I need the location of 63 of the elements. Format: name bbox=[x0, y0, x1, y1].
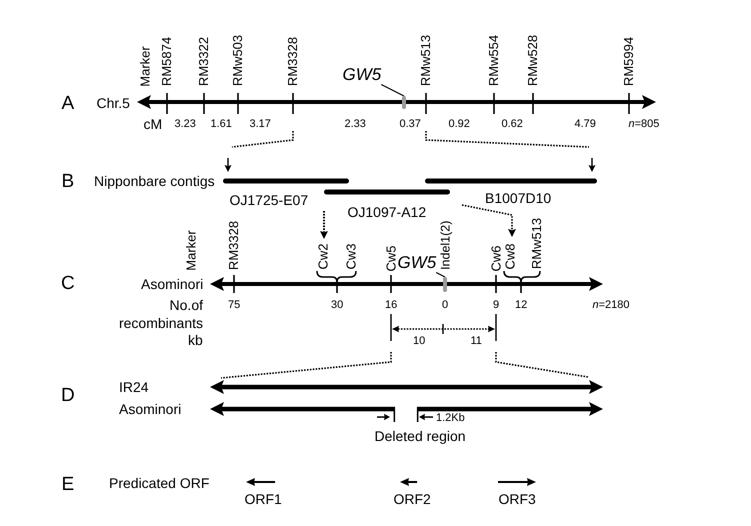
marker-label: RMw513 bbox=[530, 218, 543, 270]
distance-value: 3.17 bbox=[250, 118, 271, 130]
orf-label: ORF1 bbox=[244, 491, 282, 508]
row-label: Marker bbox=[184, 230, 198, 270]
length-value: 11 bbox=[470, 334, 482, 348]
row-label: Marker bbox=[138, 46, 152, 86]
marker-label: Cw5 bbox=[384, 245, 398, 271]
contig-label: OJ1097-A12 bbox=[348, 204, 426, 220]
gene-label: GW5 bbox=[342, 65, 382, 85]
marker-label: RM3328 bbox=[286, 36, 299, 86]
marker-label: RMw513 bbox=[418, 34, 432, 86]
row-label: Asominori bbox=[119, 401, 182, 418]
marker-label: RMw554 bbox=[486, 34, 500, 86]
sample-size: n=805 bbox=[628, 118, 660, 130]
panel-letter: D bbox=[61, 385, 75, 407]
distance-value: 0.92 bbox=[448, 118, 470, 130]
marker-label: RM3328 bbox=[226, 220, 240, 270]
marker-label: Cw3 bbox=[344, 243, 358, 269]
recombinant-count: 9 bbox=[493, 298, 500, 312]
distance-value: 0.37 bbox=[400, 118, 421, 130]
recombinant-count: 0 bbox=[442, 298, 448, 312]
sample-size: n=2180 bbox=[592, 298, 630, 312]
distance-value: 0.62 bbox=[502, 118, 523, 130]
distance-value: 3.23 bbox=[174, 118, 196, 130]
panel-letter: B bbox=[62, 171, 74, 193]
unit-label: kb bbox=[188, 332, 203, 348]
marker-label: Cw8 bbox=[504, 243, 516, 269]
distance-value: 2.33 bbox=[344, 118, 366, 130]
orf-label: ORF2 bbox=[394, 491, 431, 508]
contig-label: OJ1725-E07 bbox=[230, 192, 308, 208]
row-label: Asominori bbox=[141, 276, 204, 292]
gene-label: GW5 bbox=[398, 253, 436, 273]
leader-line bbox=[380, 84, 404, 96]
contig-label: B1007D10 bbox=[485, 190, 552, 206]
locus-mark bbox=[443, 277, 447, 292]
recombinant-count: 75 bbox=[228, 298, 240, 312]
distance-value: 1.61 bbox=[210, 118, 232, 130]
recombinant-count: 16 bbox=[385, 298, 398, 312]
recombinant-count: 30 bbox=[331, 298, 344, 312]
marker-label: RMw503 bbox=[230, 34, 244, 86]
marker-label: Cw2 bbox=[316, 243, 330, 269]
row-label: Nipponbare contigs bbox=[94, 173, 215, 190]
row-label: Predicated ORF bbox=[109, 475, 210, 492]
marker-label: RM5994 bbox=[622, 36, 635, 86]
panel-letter: C bbox=[61, 273, 75, 295]
unit-label: cM bbox=[144, 116, 162, 132]
region-label: Deleted region bbox=[374, 428, 466, 444]
deletion-size: 1.2Kb bbox=[436, 412, 465, 424]
marker-label: Indel1(2) bbox=[438, 220, 452, 270]
recombinant-count: 12 bbox=[515, 298, 528, 312]
panel-letter: E bbox=[62, 474, 74, 496]
distance-value: 4.79 bbox=[574, 118, 596, 130]
row-label: IR24 bbox=[119, 379, 149, 396]
marker-label: RM3322 bbox=[196, 36, 210, 86]
marker-label: RMw528 bbox=[526, 34, 539, 86]
orf-label: ORF3 bbox=[498, 491, 536, 508]
panel-letter: A bbox=[62, 93, 74, 115]
leader-line bbox=[436, 272, 446, 278]
locus-mark bbox=[402, 96, 406, 109]
length-value: 10 bbox=[413, 334, 426, 348]
marker-label: RM5874 bbox=[160, 36, 173, 86]
chromosome-label: Chr.5 bbox=[96, 95, 130, 112]
marker-label: Cw6 bbox=[490, 245, 502, 271]
